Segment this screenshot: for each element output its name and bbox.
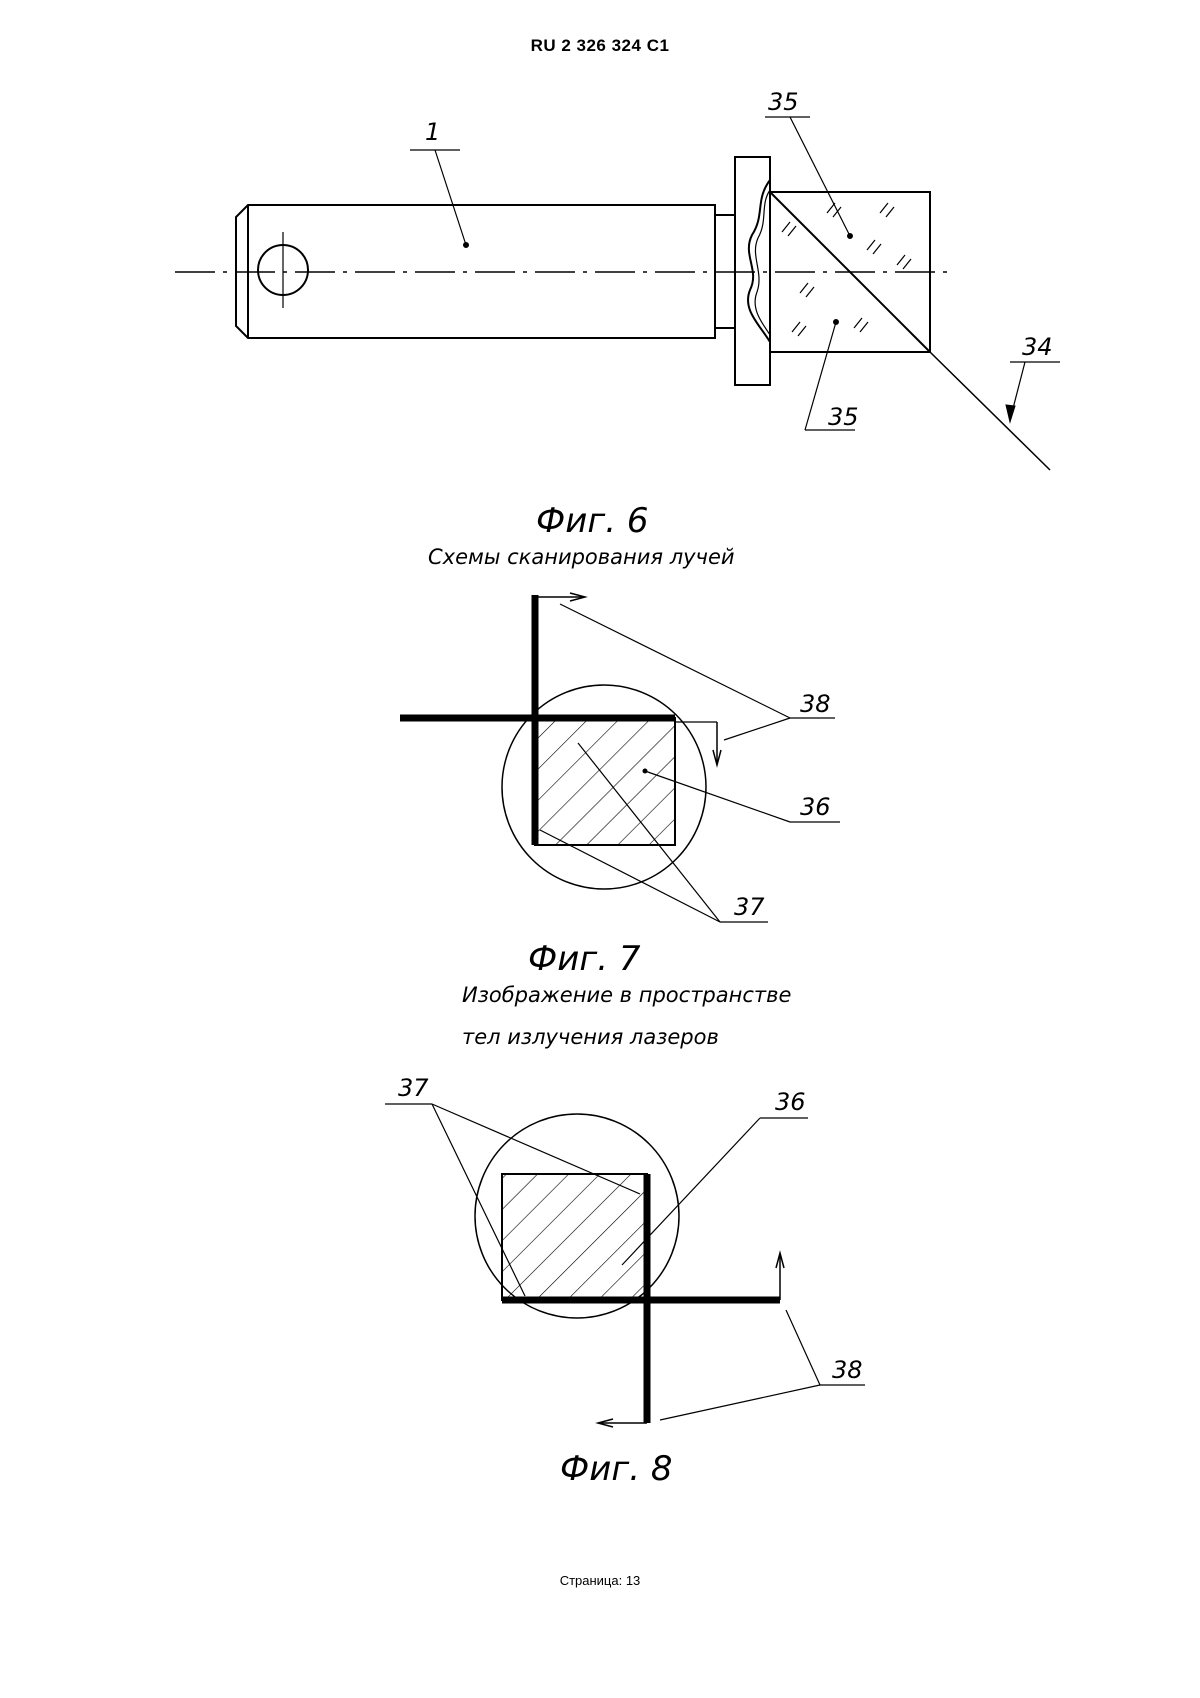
figure-7-label-36: 36: [800, 793, 831, 821]
figure-7-label-37: 37: [734, 893, 765, 921]
figure-6-label-34: 34: [1022, 333, 1053, 361]
figure-7-label-38: 38: [800, 690, 831, 718]
prism-block: [769, 191, 931, 353]
figure-8-title: Фиг. 8: [560, 1449, 672, 1489]
figure-7-caption-line-2: тел излучения лазеров: [462, 1025, 719, 1049]
figure-8-label-38: 38: [832, 1356, 863, 1384]
figure-7-caption-line-1: Изображение в пространстве: [462, 983, 791, 1007]
hatched-square-36: [534, 717, 676, 846]
laser-spot-circle: [501, 684, 707, 890]
hatched-square-36: [501, 1173, 648, 1301]
figure-7-drawing: [400, 592, 840, 923]
figure-6-label-35-top: 35: [768, 88, 799, 116]
figure-7-title: Фиг. 7: [528, 939, 641, 979]
figure-6-label-1: 1: [425, 118, 440, 146]
figure-8-drawing: [385, 1103, 865, 1428]
figure-6-title: Фиг. 6: [536, 501, 648, 541]
figure-6-label-35-bottom: 35: [828, 403, 859, 431]
patent-number-header: RU 2 326 324 C1: [530, 36, 670, 55]
figure-7-caption-above: Схемы сканирования лучей: [428, 545, 735, 569]
laser-spot-circle: [474, 1113, 680, 1319]
laser-ray-34: [929, 351, 1051, 471]
figure-8-label-36: 36: [775, 1088, 806, 1116]
page-number-footer: Страница: 13: [559, 1573, 641, 1588]
figure-8-label-37: 37: [398, 1074, 429, 1102]
figure-6-drawing: [175, 116, 1060, 471]
